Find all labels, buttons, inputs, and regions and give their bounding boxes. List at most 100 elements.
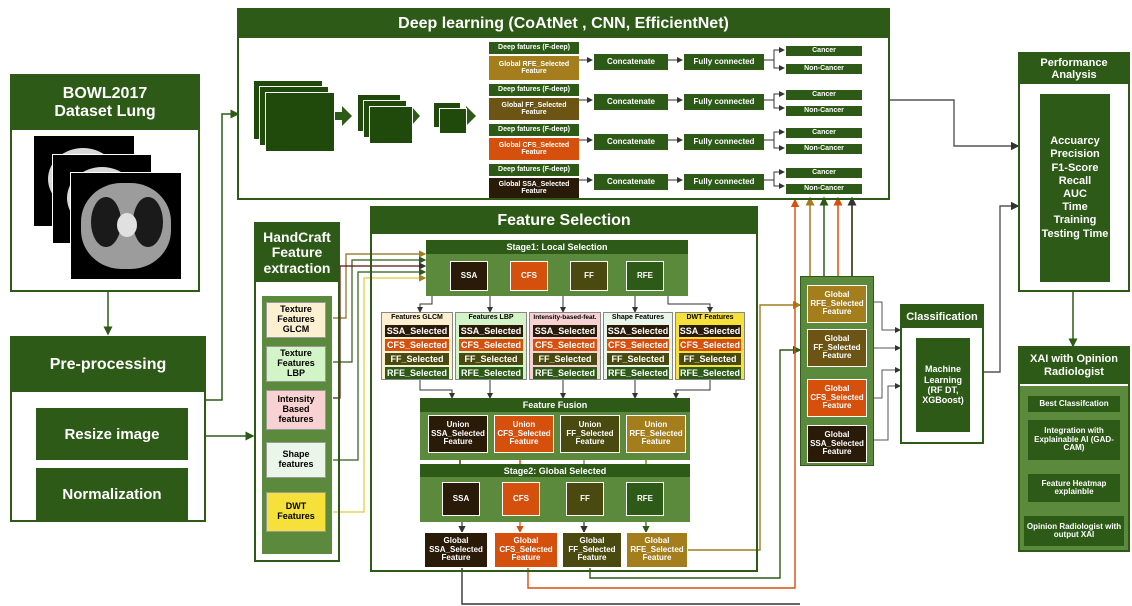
global-selected-cfs: Global CFS_Selected Feature (489, 138, 579, 160)
metric-recall: Recall (1058, 174, 1092, 187)
group-row-cfs: CFS_Selected (607, 339, 669, 351)
global-ssa-output: Global SSA_Selected Feature (424, 532, 488, 568)
group-title: Intensity-based-feat. (533, 314, 597, 321)
xai-step-opinion: Opinion Radiologist with output XAI (1024, 516, 1124, 546)
metrics-box: Accuarcy Precision F1-Score Recall AUC T… (1040, 94, 1110, 282)
group-row-ff: FF_Selected (459, 353, 523, 365)
metric-time-training: Time Training (1053, 201, 1097, 227)
handcraft-list: Texture Features GLCM Texture Features L… (262, 296, 332, 554)
fully-connected-label: Fully connected (684, 174, 764, 190)
concatenate-label: Concatenate (594, 94, 668, 110)
stage2-ff: FF (566, 482, 604, 516)
normalization-step: Normalization (36, 468, 188, 520)
f-deep-label: Deep fatures (F-deep) (489, 42, 579, 54)
group-title: Shape Features (611, 314, 665, 321)
dataset-panel: BOWL2017 Dataset Lung (10, 74, 200, 292)
f-deep-label: Deep fatures (F-deep) (489, 124, 579, 136)
preprocess-panel: Pre-processing Resize image Normalizatio… (10, 336, 206, 522)
feature-lbp: Texture Features LBP (266, 346, 326, 382)
group-title: Features GLCM (391, 314, 443, 321)
global-features-column: Global RFE_Selected Feature Global FF_Se… (800, 276, 874, 466)
stage1-rfe: RFE (626, 261, 664, 291)
feature-dwt: DWT Features (266, 492, 326, 532)
global-selected-ssa: Global SSA_Selected Feature (489, 178, 579, 198)
metric-precision: Precision (1050, 148, 1100, 161)
cancer-label: Cancer (786, 90, 862, 100)
group-row-ff: FF_Selected (679, 353, 741, 365)
stage1-panel: Stage1: Local Selection SSA CFS FF RFE (426, 240, 688, 296)
metric-f1: F1-Score (1051, 161, 1099, 174)
group-row-rfe: RFE_Selected (607, 367, 669, 379)
group-row-ff: FF_Selected (385, 353, 449, 365)
non-cancer-label: Non-Cancer (786, 144, 862, 154)
concatenate-label: Concatenate (594, 174, 668, 190)
group-lbp: Features LBP SSA_Selected CFS_Selected F… (455, 312, 527, 380)
feature-selection-panel: Feature Selection (370, 206, 758, 572)
group-row-cfs: CFS_Selected (679, 339, 741, 351)
union-cfs: Union CFS_Selected Feature (494, 415, 554, 453)
global-selected-ff: Global FF_Selected Feature (489, 98, 579, 120)
metric-accuracy: Accuarcy (1050, 135, 1100, 148)
feature-selection-title: Feature Selection (372, 208, 756, 234)
performance-title: Performance Analysis (1020, 54, 1128, 84)
global-rfe-output: Global RFE_Selected Feature (626, 532, 688, 568)
performance-panel: Performance Analysis Accuarcy Precision … (1018, 52, 1130, 292)
group-title: DWT Features (686, 314, 734, 321)
cnn-layers-icon (253, 80, 493, 160)
fully-connected-label: Fully connected (684, 134, 764, 150)
global-cfs-output: Global CFS_Selected Feature (494, 532, 558, 568)
group-title: Features LBP (468, 314, 514, 321)
feature-shape: Shape features (266, 442, 326, 478)
fusion-panel: Feature Fusion Union SSA_Selected Featur… (420, 398, 690, 460)
group-row-cfs: CFS_Selected (459, 339, 523, 351)
xai-title: XAI with Opinion Radiologist (1020, 348, 1128, 384)
group-row-cfs: CFS_Selected (385, 339, 449, 351)
group-dwt: DWT Features SSA_Selected CFS_Selected F… (675, 312, 745, 380)
resize-image-step: Resize image (36, 408, 188, 460)
stage1-ff: FF (570, 261, 608, 291)
group-row-rfe: RFE_Selected (459, 367, 523, 379)
concatenate-label: Concatenate (594, 134, 668, 150)
stage2-panel: Stage2: Global Selected SSA CFS FF RFE (420, 464, 690, 522)
group-shape: Shape Features SSA_Selected CFS_Selected… (603, 312, 673, 380)
cancer-label: Cancer (786, 168, 862, 178)
mid-global-rfe: Global RFE_Selected Feature (807, 285, 867, 323)
stage1-cfs: CFS (510, 261, 548, 291)
xai-steps: Best Classifcation Integration with Expl… (1020, 386, 1128, 550)
fusion-title: Feature Fusion (420, 398, 690, 412)
classification-title: Classification (902, 306, 982, 328)
xai-step-integration: Integration with Explainable AI (GAD-CAM… (1028, 420, 1120, 460)
f-deep-label: Deep fatures (F-deep) (489, 84, 579, 96)
metric-auc: AUC (1063, 188, 1087, 200)
group-row-rfe: RFE_Selected (533, 367, 597, 379)
stage1-ssa: SSA (450, 261, 488, 291)
fully-connected-label: Fully connected (684, 54, 764, 70)
mid-global-ssa: Global SSA_Selected Feature (807, 425, 867, 463)
stage2-rfe: RFE (626, 482, 664, 516)
concatenate-label: Concatenate (594, 54, 668, 70)
group-row-ff: FF_Selected (607, 353, 669, 365)
union-ff: Union FF_Selected Feature (560, 415, 620, 453)
group-row-cfs: CFS_Selected (533, 339, 597, 351)
xai-panel: XAI with Opinion Radiologist Best Classi… (1018, 346, 1130, 552)
ct-slice (70, 172, 182, 280)
ct-image-stack (34, 136, 184, 286)
group-row-ssa: SSA_Selected (533, 325, 597, 337)
feature-intensity: Intensity Based features (266, 390, 326, 430)
deep-learning-title: Deep learning (CoAtNet , CNN, EfficientN… (239, 10, 888, 38)
group-row-ff: FF_Selected (533, 353, 597, 365)
preprocess-title: Pre-processing (12, 338, 204, 392)
cancer-label: Cancer (786, 46, 862, 56)
classification-panel: Classification Machine Learning (RF DT, … (900, 304, 984, 444)
group-row-rfe: RFE_Selected (679, 367, 741, 379)
group-row-rfe: RFE_Selected (385, 367, 449, 379)
stage2-cfs: CFS (502, 482, 540, 516)
group-row-ssa: SSA_Selected (607, 325, 669, 337)
mid-global-cfs: Global CFS_Selected Feature (807, 379, 867, 417)
non-cancer-label: Non-Cancer (786, 106, 862, 116)
non-cancer-label: Non-Cancer (786, 184, 862, 194)
stage2-title: Stage2: Global Selected (420, 464, 690, 477)
fully-connected-label: Fully connected (684, 94, 764, 110)
handcraft-title: HandCraft Feature extraction (256, 224, 338, 282)
